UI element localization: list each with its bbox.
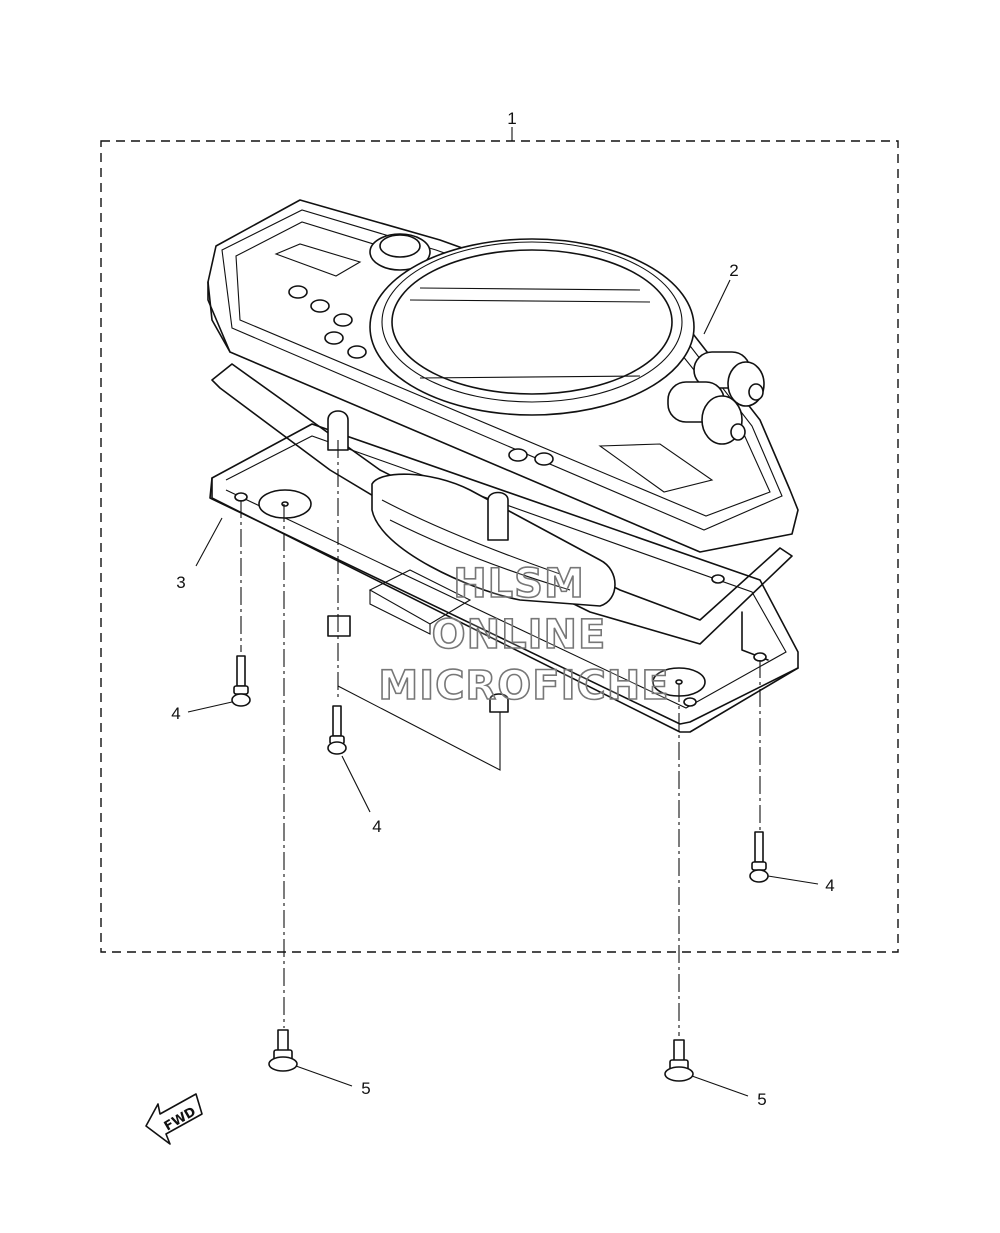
screw-part-4-a bbox=[231, 655, 251, 707]
watermark-line-3: MICROFICHE bbox=[378, 663, 669, 709]
callout-5-right: 5 bbox=[757, 1090, 766, 1109]
meter-housing-part-2 bbox=[207, 199, 799, 713]
callout-4-left: 4 bbox=[171, 704, 180, 723]
callout-4-center: 4 bbox=[372, 817, 381, 836]
callout-4-right: 4 bbox=[825, 876, 834, 895]
callout-5-left: 5 bbox=[361, 1079, 370, 1098]
callout-1: 1 bbox=[507, 109, 516, 128]
fwd-arrow-icon: FWD bbox=[145, 1093, 203, 1145]
screw-part-4-c bbox=[749, 831, 769, 883]
bolt-part-5-a bbox=[268, 1029, 298, 1072]
watermark-line-2: ONLINE bbox=[432, 612, 607, 658]
watermark-line-1: HLSM bbox=[453, 561, 585, 607]
reset-knobs bbox=[667, 351, 765, 445]
watermark: HLSM ONLINE MICROFICHE bbox=[378, 560, 670, 710]
bolt-part-5-b bbox=[664, 1039, 694, 1082]
callout-3: 3 bbox=[176, 573, 185, 592]
screw-part-4-b bbox=[327, 705, 347, 755]
assembly-boundary bbox=[100, 140, 899, 953]
callout-2: 2 bbox=[729, 261, 738, 280]
